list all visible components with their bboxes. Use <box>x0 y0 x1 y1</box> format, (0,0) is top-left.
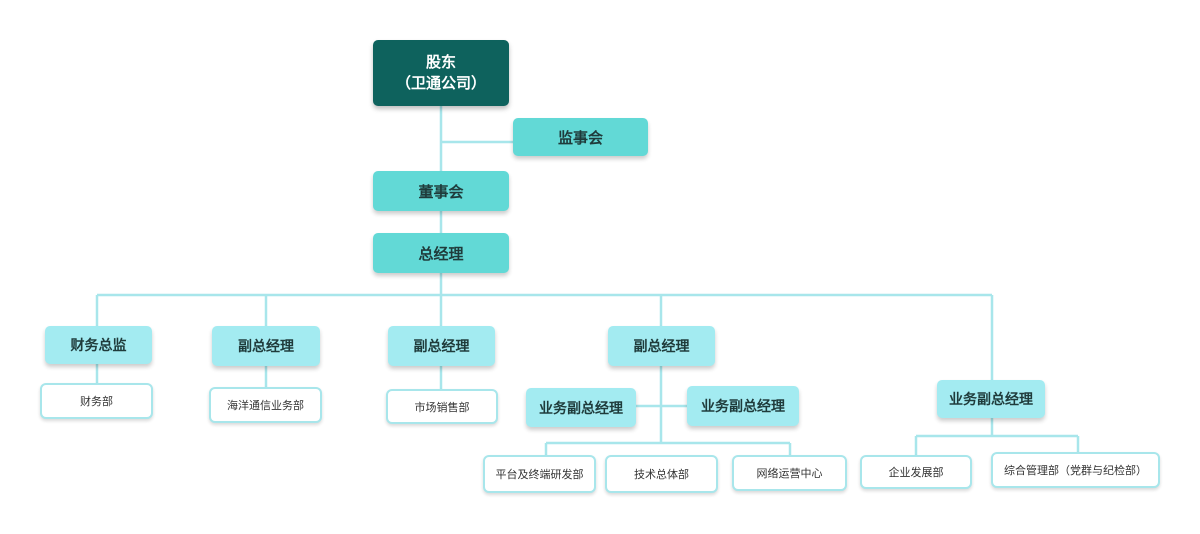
board-of-directors-label: 董事会 <box>418 182 464 201</box>
general-admin-dept-node: 综合管理部（党群与纪检部） <box>991 452 1160 488</box>
shareholder-label: 股东 <box>425 53 456 71</box>
vp-tech-label: 副总经理 <box>633 339 690 355</box>
shareholder-sublabel: （卫通公司） <box>395 74 486 92</box>
general-manager-node: 总经理 <box>373 233 509 273</box>
market-dept-node: 市场销售部 <box>386 389 498 424</box>
cfo-node: 财务总监 <box>45 326 152 364</box>
network-ops-dept-label: 网络运营中心 <box>756 467 823 480</box>
biz-vp-right-node: 业务副总经理 <box>687 386 799 426</box>
general-manager-label: 总经理 <box>418 244 464 263</box>
enterprise-dev-dept-node: 企业发展部 <box>860 455 972 489</box>
market-dept-label: 市场销售部 <box>414 400 470 414</box>
shareholder-node: 股东 （卫通公司） <box>373 40 509 106</box>
vp-marine-label: 副总经理 <box>238 339 294 355</box>
supervisory-board-node: 监事会 <box>513 118 648 156</box>
board-of-directors-node: 董事会 <box>373 171 509 211</box>
biz-vp-right-label: 业务副总经理 <box>701 399 785 415</box>
marine-dept-node: 海洋通信业务部 <box>209 387 322 423</box>
biz-vp-left-label: 业务副总经理 <box>539 400 623 417</box>
finance-dept-label: 财务部 <box>80 395 113 408</box>
finance-dept-node: 财务部 <box>40 383 153 419</box>
cfo-label: 财务总监 <box>70 338 127 354</box>
marine-dept-label: 海洋通信业务部 <box>227 399 304 412</box>
biz-vp-left-node: 业务副总经理 <box>526 388 636 427</box>
vp-tech-node: 副总经理 <box>608 326 715 366</box>
biz-vp-admin-node: 业务副总经理 <box>937 380 1045 418</box>
network-ops-dept-node: 网络运营中心 <box>732 455 847 491</box>
biz-vp-admin-label: 业务副总经理 <box>949 392 1033 408</box>
vp-market-node: 副总经理 <box>388 326 495 366</box>
supervisory-board-label: 监事会 <box>557 128 603 147</box>
platform-dept-node: 平台及终端研发部 <box>483 455 596 493</box>
vp-market-label: 副总经理 <box>413 339 470 355</box>
tech-general-dept-label: 技术总体部 <box>634 468 689 481</box>
enterprise-dev-dept-label: 企业发展部 <box>888 466 944 479</box>
tech-general-dept-node: 技术总体部 <box>605 455 718 493</box>
vp-marine-node: 副总经理 <box>212 326 320 366</box>
platform-dept-label: 平台及终端研发部 <box>495 468 584 481</box>
general-admin-dept-label: 综合管理部（党群与纪检部） <box>1004 464 1147 477</box>
